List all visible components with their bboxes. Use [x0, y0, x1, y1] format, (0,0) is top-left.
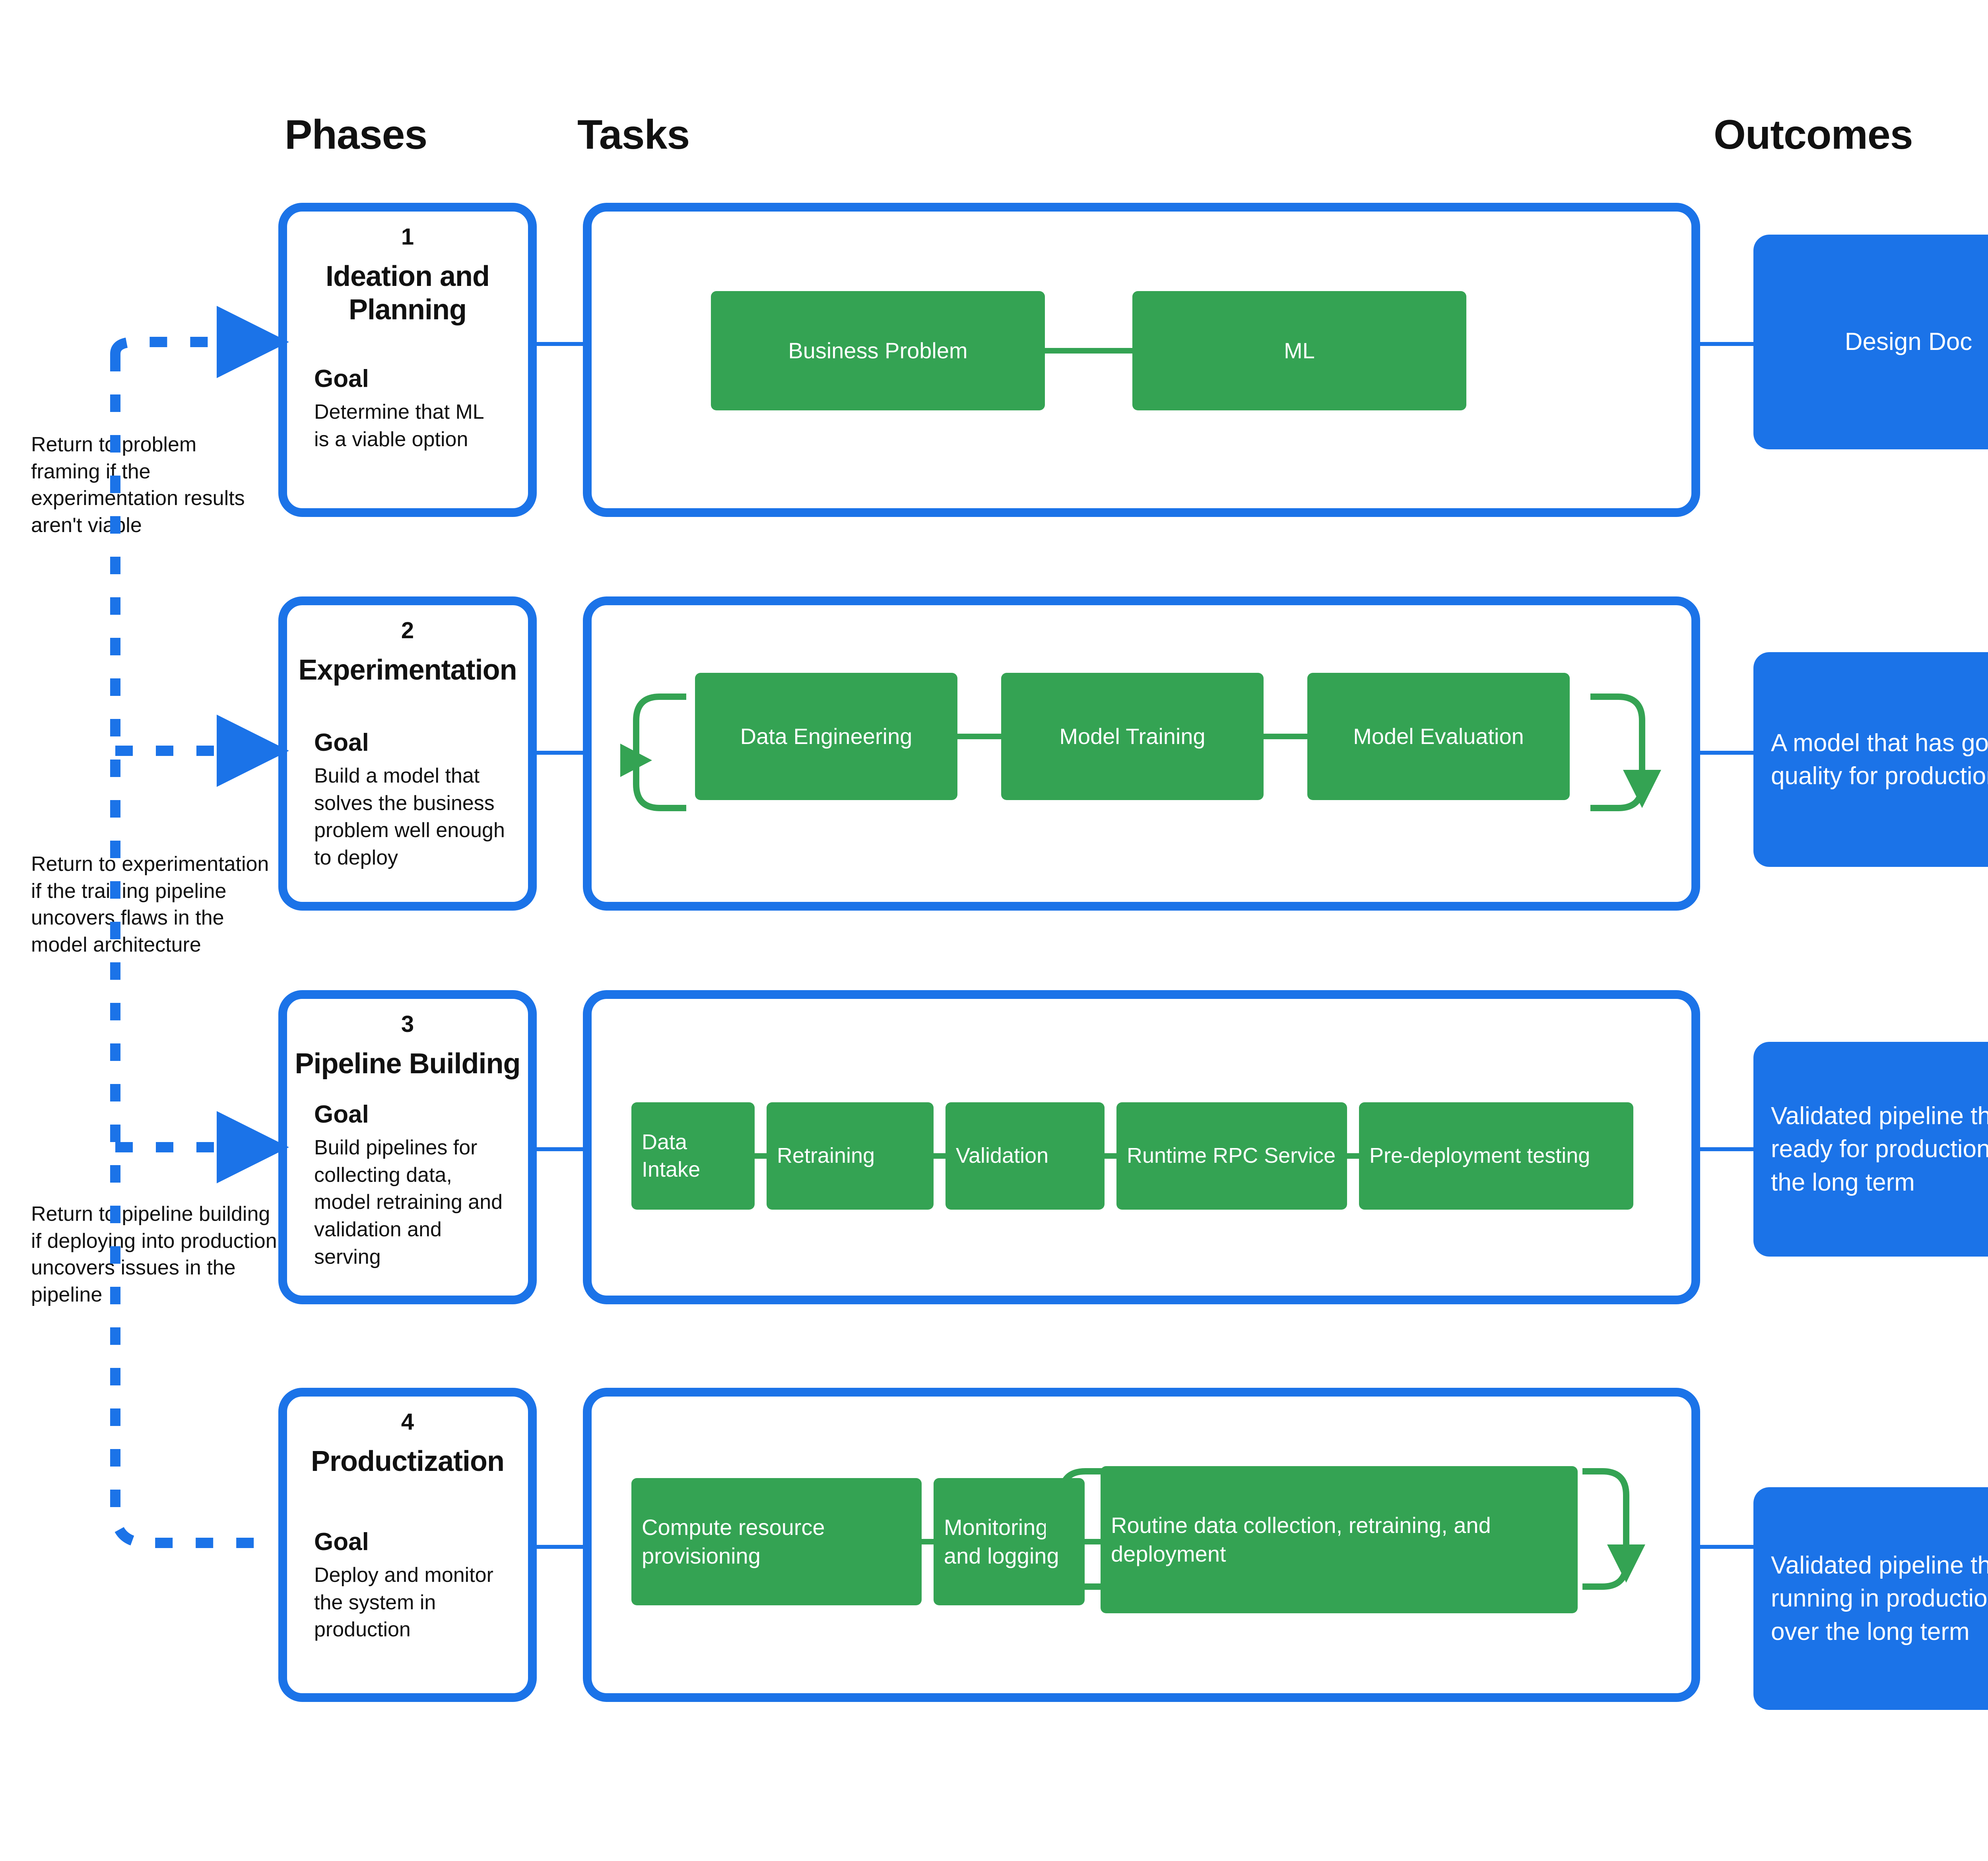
column-header-tasks: Tasks [577, 112, 690, 158]
connector-phase4-tasks [533, 1545, 584, 1549]
task-box-monitoring-and-logging[interactable]: Monitoring and logging [934, 1478, 1085, 1605]
task-connector [1264, 734, 1307, 739]
connector-phase1-tasks [533, 342, 584, 346]
task-box-data-engineering[interactable]: Data Engineering [695, 673, 957, 800]
outcome-box-3[interactable]: Validated pipeline that's ready for prod… [1753, 1042, 1988, 1257]
phase-number-1: 1 [401, 224, 414, 250]
phase-card-3[interactable]: 3 Pipeline Building Goal Build pipelines… [278, 990, 537, 1304]
feedback-note-left-3: Return to pipeline building if deploying… [31, 1202, 277, 1306]
task-box-validation[interactable]: Validation [945, 1102, 1105, 1210]
task-connector [957, 734, 1001, 739]
phase-card-4[interactable]: 4 Productization Goal Deploy and monitor… [278, 1388, 537, 1702]
connector-tasks4-outcome [1698, 1545, 1753, 1549]
feedback-note-left-2: Return to experimentation if the trainin… [31, 853, 269, 956]
task-connector [1105, 1153, 1116, 1159]
feedback-branch-to-phase-1 [110, 306, 289, 378]
outcome-box-2[interactable]: A model that has good quality for produc… [1753, 652, 1988, 867]
connector-tasks2-outcome [1698, 751, 1753, 755]
connector-tasks3-outcome [1698, 1147, 1753, 1151]
tasks-panel-1: Business Problem ML [583, 203, 1700, 517]
task-box-pre-deployment-testing[interactable]: Pre-deployment testing [1359, 1102, 1633, 1210]
column-header-outcomes: Outcomes [1714, 112, 1913, 158]
task-box-business-problem[interactable]: Business Problem [711, 291, 1045, 410]
goal-text-2: Build a model that solves the business p… [314, 764, 505, 869]
connector-phase2-tasks [533, 751, 584, 755]
connector-tasks1-outcome [1698, 342, 1753, 346]
task-connector [755, 1153, 767, 1159]
goal-label-4: Goal [314, 1528, 369, 1556]
task-connector [922, 1539, 934, 1544]
phase-card-1[interactable]: 1 Ideation and Planning Goal Determine t… [278, 203, 537, 517]
phase-number-2: 2 [401, 618, 414, 643]
phase-number-3: 3 [401, 1011, 414, 1037]
task-box-ml[interactable]: ML [1132, 291, 1466, 410]
phase-title-2: Experimentation [298, 654, 517, 686]
goal-label-1: Goal [314, 365, 369, 392]
outcome-box-1[interactable]: Design Doc [1753, 235, 1988, 449]
phase-card-2[interactable]: 2 Experimentation Goal Build a model tha… [278, 596, 537, 911]
goal-text-3: Build pipelines for collecting data, mod… [314, 1136, 503, 1269]
phase-title-1: Ideation and Planning [325, 260, 490, 326]
goal-label-2: Goal [314, 729, 369, 756]
tasks-panel-4: Compute resource provisioning Monitoring… [583, 1388, 1700, 1702]
task-box-compute-resource-provisioning[interactable]: Compute resource provisioning [631, 1478, 922, 1605]
phase-title-3: Pipeline Building [295, 1048, 520, 1080]
feedback-note-left-1: Return to problem framing if the experim… [31, 433, 245, 537]
task-connector [1085, 1539, 1101, 1544]
task-box-data-intake[interactable]: Data Intake [631, 1102, 755, 1210]
task-connector [1347, 1153, 1359, 1159]
column-header-phases: Phases [285, 112, 427, 158]
goal-text-1: Determine that ML is a viable option [314, 400, 483, 451]
task-connector [934, 1153, 945, 1159]
task-box-routine-data-collection[interactable]: Routine data collection, retraining, and… [1101, 1466, 1578, 1613]
outcome-box-4[interactable]: Validated pipeline that's running in pro… [1753, 1487, 1988, 1710]
task-box-runtime-rpc-service[interactable]: Runtime RPC Service [1116, 1102, 1347, 1210]
task-box-model-evaluation[interactable]: Model Evaluation [1307, 673, 1570, 800]
goal-text-4: Deploy and monitor the system in product… [314, 1564, 493, 1641]
tasks-panel-2: Data Engineering Model Training Model Ev… [583, 596, 1700, 911]
task-connector [1045, 348, 1132, 354]
connector-phase3-tasks [533, 1147, 584, 1151]
phase-number-4: 4 [401, 1409, 414, 1435]
task-box-retraining[interactable]: Retraining [767, 1102, 934, 1210]
phase-title-4: Productization [311, 1445, 505, 1477]
tasks-panel-3: Data Intake Retraining Validation Runtim… [583, 990, 1700, 1304]
goal-label-3: Goal [314, 1101, 369, 1128]
task-box-model-training[interactable]: Model Training [1001, 673, 1264, 800]
